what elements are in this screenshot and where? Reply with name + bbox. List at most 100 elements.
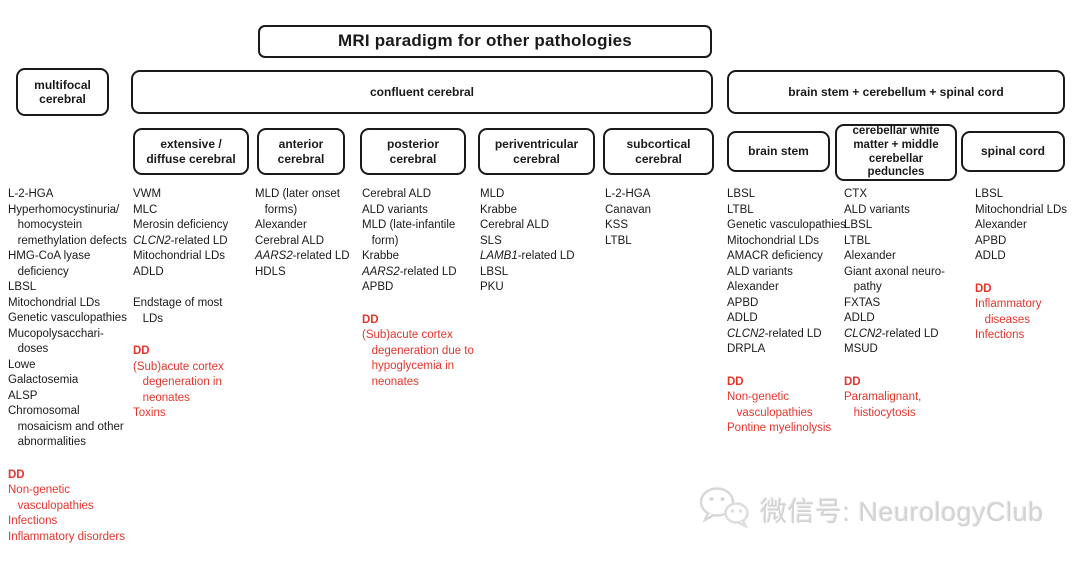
disease-line: (Sub)acute cortex bbox=[362, 329, 453, 341]
disease-line: APBD bbox=[975, 234, 1007, 247]
disease-line: MLC bbox=[133, 203, 158, 216]
disease-line: abnormalities bbox=[8, 436, 86, 448]
differential-diagnosis-group: DD(Sub)acute cortex degeneration in neon… bbox=[133, 344, 251, 422]
disease-line: SLS bbox=[480, 234, 502, 247]
disease-line: Genetic vasculopathies bbox=[8, 312, 127, 324]
disease-line: remethylation defects bbox=[8, 234, 127, 247]
disease-line: L-2-HGA bbox=[8, 188, 54, 200]
disease-group: Endstage of most LDs bbox=[133, 296, 251, 327]
disease-line: Infections bbox=[8, 515, 58, 527]
disease-line: LTBL bbox=[727, 203, 754, 216]
disease-line: vasculopathies bbox=[8, 499, 94, 512]
disease-line: pathy bbox=[844, 281, 882, 293]
disease-line: CLCN2-related LD bbox=[727, 327, 822, 340]
disease-line: ALD variants bbox=[844, 203, 910, 216]
disease-line: Cerebral ALD bbox=[362, 188, 432, 200]
disease-line: doses bbox=[8, 343, 49, 355]
disease-line: vasculopathies bbox=[727, 406, 813, 419]
disease-line: Alexander bbox=[975, 219, 1027, 231]
differential-diagnosis-group: DD Paramalignant, histiocytosis bbox=[844, 375, 964, 422]
disease-line: Non-genetic bbox=[727, 391, 790, 403]
disease-line: neonates bbox=[362, 375, 419, 388]
disease-line: APBD bbox=[362, 281, 394, 293]
subcategory-box-cerebellar-white-matter: cerebellar white matter + middle cerebel… bbox=[835, 124, 957, 181]
disease-line: histiocytosis bbox=[844, 406, 916, 419]
disease-line: Inflammatory bbox=[975, 298, 1042, 310]
disease-line: HMG-CoA lyase bbox=[8, 250, 91, 262]
disease-line: form) bbox=[362, 234, 399, 247]
dd-heading: DD bbox=[844, 375, 861, 388]
disease-line: LBSL bbox=[975, 188, 1004, 200]
disease-line: ADLD bbox=[727, 312, 758, 324]
disease-line: CTX bbox=[844, 188, 867, 200]
disease-line: LTBL bbox=[844, 234, 871, 247]
disease-line: diseases bbox=[975, 313, 1030, 326]
disease-line: ALSP bbox=[8, 389, 38, 402]
disease-line: Alexander bbox=[255, 219, 307, 231]
disease-line: MLD (late-infantile bbox=[362, 219, 456, 231]
disease-line: ADLD bbox=[844, 312, 875, 324]
disease-line: homocystein bbox=[8, 219, 83, 231]
disease-line: mosaicism and other bbox=[8, 420, 124, 433]
subcategory-box-extensive-diffuse-cerebral: extensive / diffuse cerebral bbox=[133, 128, 249, 175]
disease-line: ADLD bbox=[975, 250, 1006, 262]
disease-line: DRPLA bbox=[727, 343, 766, 355]
disease-line: MLD bbox=[480, 188, 505, 200]
category-box-confluent-cerebral: confluent cerebral bbox=[131, 70, 713, 114]
disease-line: FXTAS bbox=[844, 296, 881, 309]
disease-line: PKU bbox=[480, 281, 504, 293]
watermark-label: 微信号: NeurologyClub bbox=[760, 497, 1044, 527]
category-box-multifocal-cerebral: multifocal cerebral bbox=[16, 68, 109, 116]
disease-line: CLCN2-related LD bbox=[133, 234, 228, 247]
disease-line: LBSL bbox=[844, 219, 873, 231]
disease-line: Mitochondrial LDs bbox=[727, 234, 820, 247]
disease-line: Krabbe bbox=[362, 250, 400, 262]
disease-line: LAMB1-related LD bbox=[480, 250, 575, 262]
disease-line: Infections bbox=[975, 329, 1025, 341]
disease-line: degeneration in bbox=[133, 376, 222, 388]
disease-line: HDLS bbox=[255, 265, 286, 278]
watermark: 微信号: NeurologyClub bbox=[698, 486, 1044, 533]
disease-line: MLD (later onset bbox=[255, 188, 341, 200]
disease-line: Non-genetic bbox=[8, 484, 71, 496]
disease-line: deficiency bbox=[8, 265, 69, 278]
disease-line: Lowe bbox=[8, 358, 36, 371]
disease-line: Cerebral ALD bbox=[255, 234, 325, 247]
disease-line: ALD variants bbox=[727, 265, 793, 278]
disease-line: Inflammatory disorders bbox=[8, 530, 125, 543]
subcategory-box-brain-stem: brain stem bbox=[727, 131, 830, 172]
disease-line: Paramalignant, bbox=[844, 391, 922, 403]
disease-line: ADLD bbox=[133, 265, 164, 278]
disease-line: LDs bbox=[133, 312, 164, 325]
disease-line: Galactosemia bbox=[8, 374, 79, 386]
disease-line: Mitochondrial LDs bbox=[8, 296, 101, 309]
disease-line: LTBL bbox=[605, 234, 632, 247]
dd-heading: DD bbox=[362, 313, 379, 326]
disease-line: LBSL bbox=[480, 265, 509, 278]
differential-diagnosis-group: DD(Sub)acute cortex degeneration due to … bbox=[362, 313, 476, 391]
disease-line: Pontine myelinolysis bbox=[727, 422, 832, 434]
disease-line: ALD variants bbox=[362, 203, 428, 216]
disease-line: AARS2-related LD bbox=[255, 250, 350, 262]
disease-line: Merosin deficiency bbox=[133, 219, 229, 231]
disease-line: Endstage of most bbox=[133, 297, 223, 309]
disease-line: forms) bbox=[255, 203, 298, 216]
disease-line: Krabbe bbox=[480, 203, 518, 216]
disease-line: Cerebral ALD bbox=[480, 219, 550, 231]
disease-line: AMACR deficiency bbox=[727, 250, 823, 262]
disease-line: Mucopolysacchari- bbox=[8, 327, 104, 340]
subcategory-box-posterior-cerebral: posterior cerebral bbox=[360, 128, 466, 175]
